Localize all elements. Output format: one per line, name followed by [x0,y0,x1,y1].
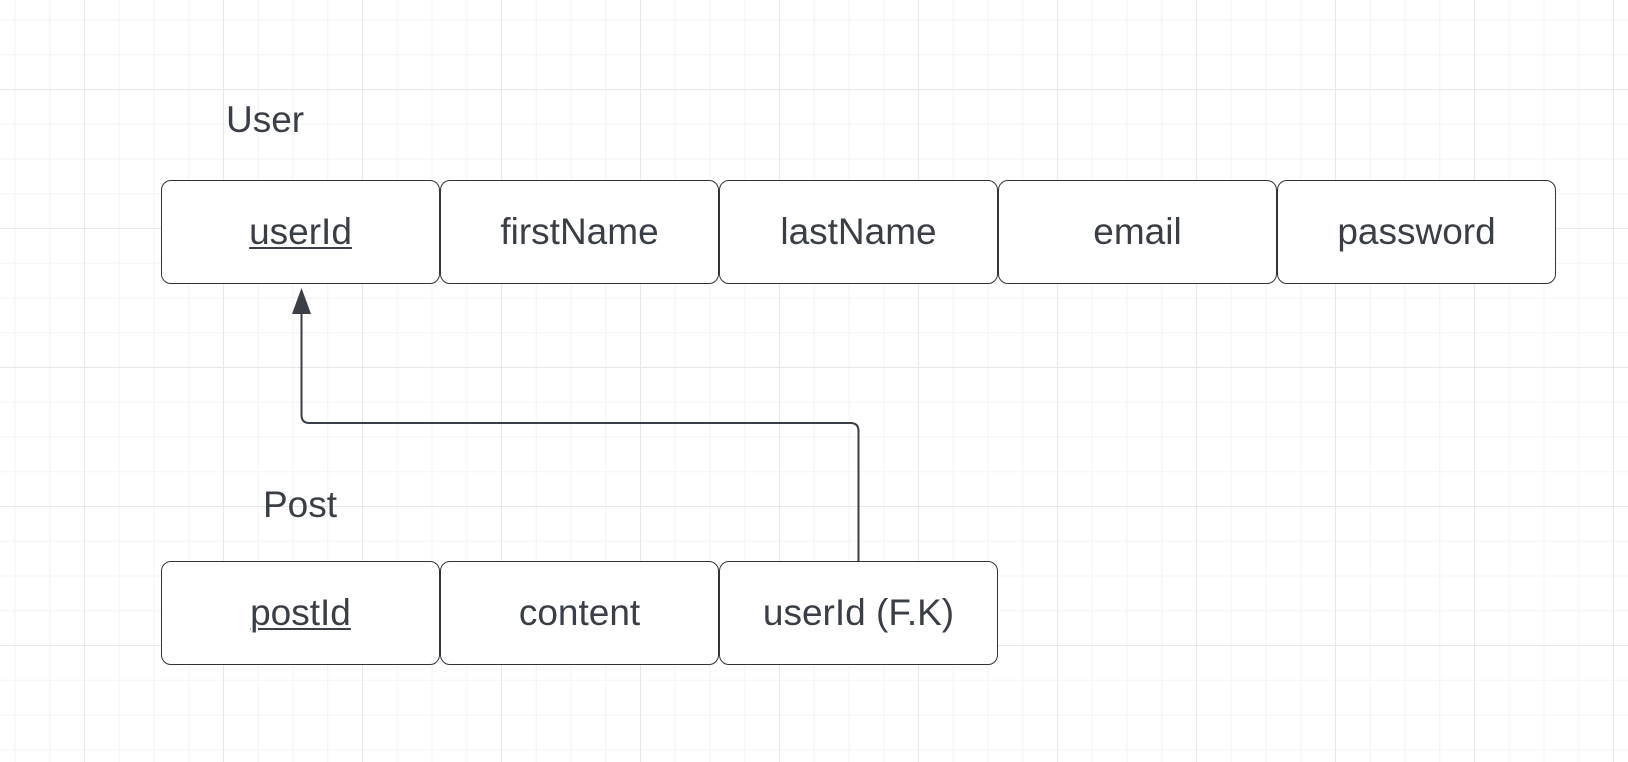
post-attr-content-label: content [518,592,641,633]
user-attr-lastname[interactable]: lastName [719,180,998,284]
post-attr-postid[interactable]: postId [161,561,440,665]
user-attr-password[interactable]: password [1277,180,1556,284]
post-attr-content[interactable]: content [440,561,719,665]
post-attr-userid-fk-label: userId (F.K) [762,592,955,633]
post-entity-title: Post [263,484,338,525]
user-attr-userid[interactable]: userId [161,180,440,284]
user-attr-firstname-label: firstName [500,211,659,252]
user-attr-lastname-label: lastName [780,211,937,252]
user-attr-password-label: password [1337,211,1496,252]
user-attr-userid-label: userId [249,211,352,252]
user-attr-firstname[interactable]: firstName [440,180,719,284]
post-attr-userid-fk[interactable]: userId (F.K) [719,561,998,665]
arrowhead-icon [292,288,311,314]
user-attr-email[interactable]: email [998,180,1277,284]
user-entity-title: User [226,99,305,140]
post-attr-postid-label: postId [250,592,351,633]
user-attr-email-label: email [1093,211,1182,252]
connector-line[interactable] [300,312,860,561]
